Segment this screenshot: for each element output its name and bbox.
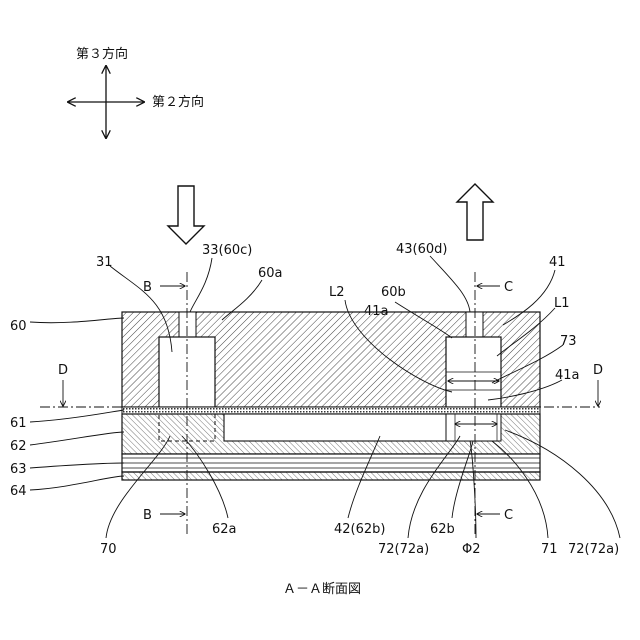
label-62b: 62b <box>430 522 455 537</box>
second-direction-label: 第２方向 <box>152 94 204 110</box>
label-60: 60 <box>10 319 27 334</box>
label-63: 63 <box>10 462 27 477</box>
label-62a: 62a <box>212 522 237 537</box>
third-direction-label: 第３方向 <box>76 46 128 62</box>
label-43: 43(60d) <box>396 242 447 257</box>
valve-71 <box>446 414 501 441</box>
label-41a-top: 41a <box>364 304 389 319</box>
label-31: 31 <box>96 255 113 270</box>
label-62: 62 <box>10 439 27 454</box>
label-70: 70 <box>100 542 117 557</box>
section-c-top: C <box>504 280 513 295</box>
label-73: 73 <box>560 334 577 349</box>
port-43 <box>466 312 483 337</box>
label-42: 42(62b) <box>334 522 385 537</box>
label-33: 33(60c) <box>202 243 252 258</box>
label-71: 71 <box>541 542 558 557</box>
label-L2: L2 <box>329 285 345 300</box>
label-L1: L1 <box>554 296 570 311</box>
label-phi2: Φ2 <box>462 542 481 557</box>
label-64: 64 <box>10 484 27 499</box>
label-41a-side: 41a <box>555 368 580 383</box>
label-61: 61 <box>10 416 27 431</box>
label-41: 41 <box>549 255 566 270</box>
section-d-left: D <box>58 363 68 378</box>
direction-indicator <box>68 66 144 138</box>
port-33 <box>179 312 196 337</box>
label-72-left: 72(72a) <box>378 542 429 557</box>
inflow-arrow <box>168 186 204 244</box>
outflow-arrow <box>457 184 493 240</box>
section-b-bottom: B <box>143 508 152 523</box>
section-c-bottom: C <box>504 508 513 523</box>
section-d-right: D <box>593 363 603 378</box>
label-72-right: 72(72a) <box>568 542 619 557</box>
figure-caption: Ａ－Ａ断面図 <box>283 582 361 597</box>
layer-64 <box>122 472 540 480</box>
label-60a: 60a <box>258 266 283 281</box>
label-60b: 60b <box>381 285 406 300</box>
layer-61 <box>122 407 540 414</box>
